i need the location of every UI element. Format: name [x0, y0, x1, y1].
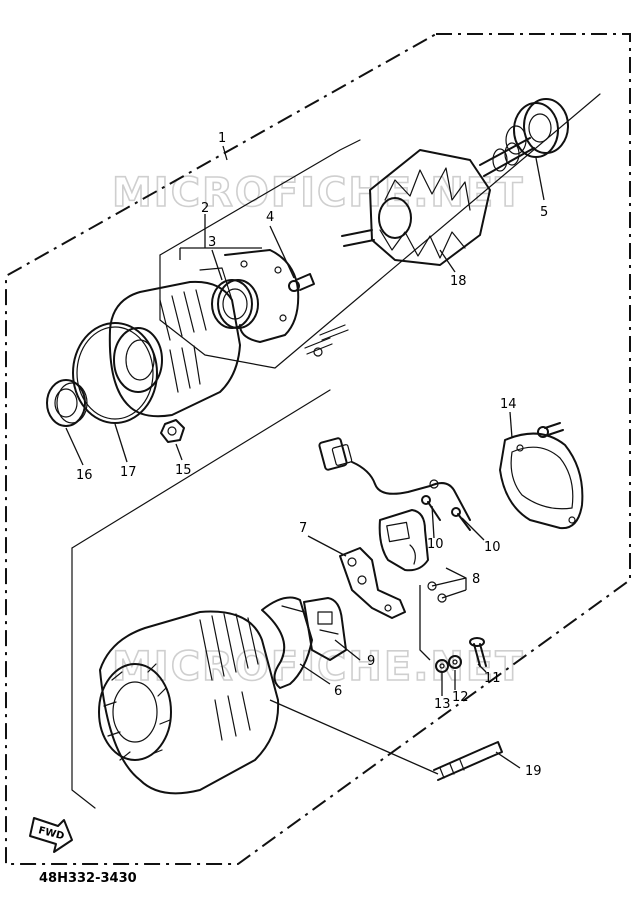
callout-3: 3 [208, 235, 216, 250]
studs [304, 324, 349, 357]
bearing-part-3 [211, 279, 259, 329]
callout-10-right: 10 [484, 540, 501, 555]
callout-10-left: 10 [427, 537, 444, 552]
callout-13: 13 [434, 697, 451, 712]
connector-wire [318, 437, 471, 521]
brush-holder-part-8 [378, 509, 447, 603]
callout-15: 15 [175, 463, 192, 478]
callout-11: 11 [484, 671, 501, 686]
rear-cover-part-14 [499, 422, 584, 530]
callout-5: 5 [540, 205, 548, 220]
washers-and-bolt [435, 637, 487, 673]
callout-16: 16 [76, 468, 93, 483]
bracket-part-7 [339, 547, 406, 619]
callout-2: 2 [201, 201, 209, 216]
callout-14: 14 [500, 397, 517, 412]
stator-housing [98, 610, 280, 795]
o-ring-part-17 [72, 322, 158, 424]
oil-seal-part-16 [46, 379, 88, 427]
leader-lines [65, 145, 545, 775]
drawing-number: 48H332-3430 [39, 871, 137, 886]
rear-bearing-part-5 [505, 98, 569, 158]
front-housing [108, 267, 241, 418]
upper-group-outline [159, 93, 601, 369]
fwd-arrow-icon: FWD [29, 817, 73, 853]
callout-8: 8 [472, 572, 480, 587]
lower-group-outline [71, 547, 96, 809]
callout-7: 7 [299, 521, 307, 536]
assembly-boundary [5, 33, 631, 865]
callout-17: 17 [120, 465, 137, 480]
through-bolt-part-19 [433, 741, 503, 781]
callout-1: 1 [218, 131, 226, 146]
callout-4: 4 [266, 210, 274, 225]
callout-12: 12 [452, 690, 469, 705]
upper-group-top [159, 139, 361, 256]
callout-9: 9 [367, 654, 375, 669]
callout-18: 18 [450, 274, 467, 289]
lower-group-top [71, 389, 331, 549]
watermark-bottom: MICROFICHE.NET [112, 644, 525, 690]
callout-19: 19 [525, 764, 542, 779]
insulator-part-6 [261, 596, 313, 689]
rotor-part-18 [341, 137, 535, 266]
screws-part-10 [421, 495, 471, 531]
nut-part-15 [160, 419, 185, 443]
callout-6: 6 [334, 684, 342, 699]
rectifier-part-9 [303, 597, 347, 661]
screw-part-4 [288, 273, 315, 292]
